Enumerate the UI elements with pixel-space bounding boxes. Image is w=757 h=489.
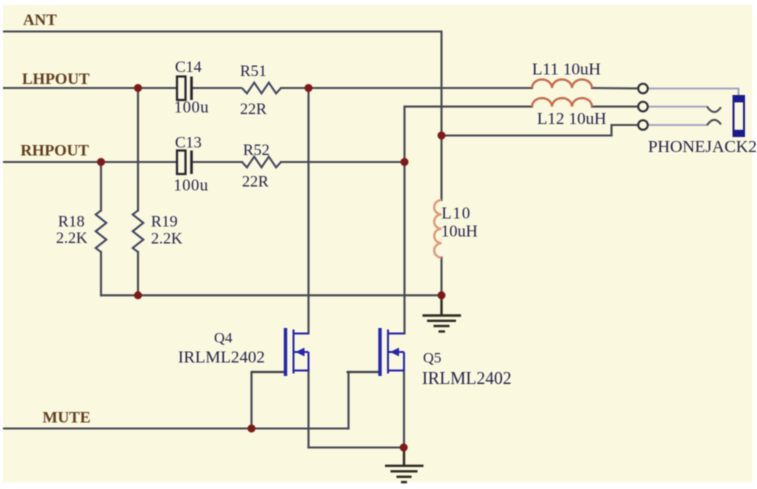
svg-text:C13: C13: [175, 135, 202, 152]
svg-text:2.2K: 2.2K: [151, 231, 183, 248]
svg-text:L12 10uH: L12 10uH: [537, 109, 606, 128]
svg-text:IRLML2402: IRLML2402: [422, 368, 511, 388]
svg-text:IRLML2402: IRLML2402: [178, 348, 265, 367]
svg-text:100u: 100u: [174, 98, 209, 117]
svg-text:L10: L10: [442, 204, 472, 223]
svg-text:Q5: Q5: [423, 351, 441, 367]
svg-text:PHONEJACK2: PHONEJACK2: [648, 137, 757, 156]
svg-text:L11 10uH: L11 10uH: [532, 60, 601, 79]
svg-text:R19: R19: [151, 214, 178, 231]
svg-text:R52: R52: [243, 142, 270, 159]
svg-text:R51: R51: [240, 63, 267, 80]
svg-text:RHPOUT: RHPOUT: [21, 143, 90, 160]
svg-text:2.2K: 2.2K: [56, 230, 88, 247]
svg-text:Q4: Q4: [214, 331, 233, 347]
svg-text:C14: C14: [175, 59, 202, 76]
svg-text:22R: 22R: [242, 174, 269, 191]
svg-text:R18: R18: [58, 214, 85, 231]
svg-text:MUTE: MUTE: [43, 410, 91, 427]
svg-text:LHPOUT: LHPOUT: [22, 71, 90, 88]
svg-text:ANT: ANT: [23, 12, 57, 29]
svg-text:22R: 22R: [240, 101, 267, 118]
svg-text:10uH: 10uH: [441, 222, 478, 241]
svg-text:100u: 100u: [174, 176, 209, 195]
